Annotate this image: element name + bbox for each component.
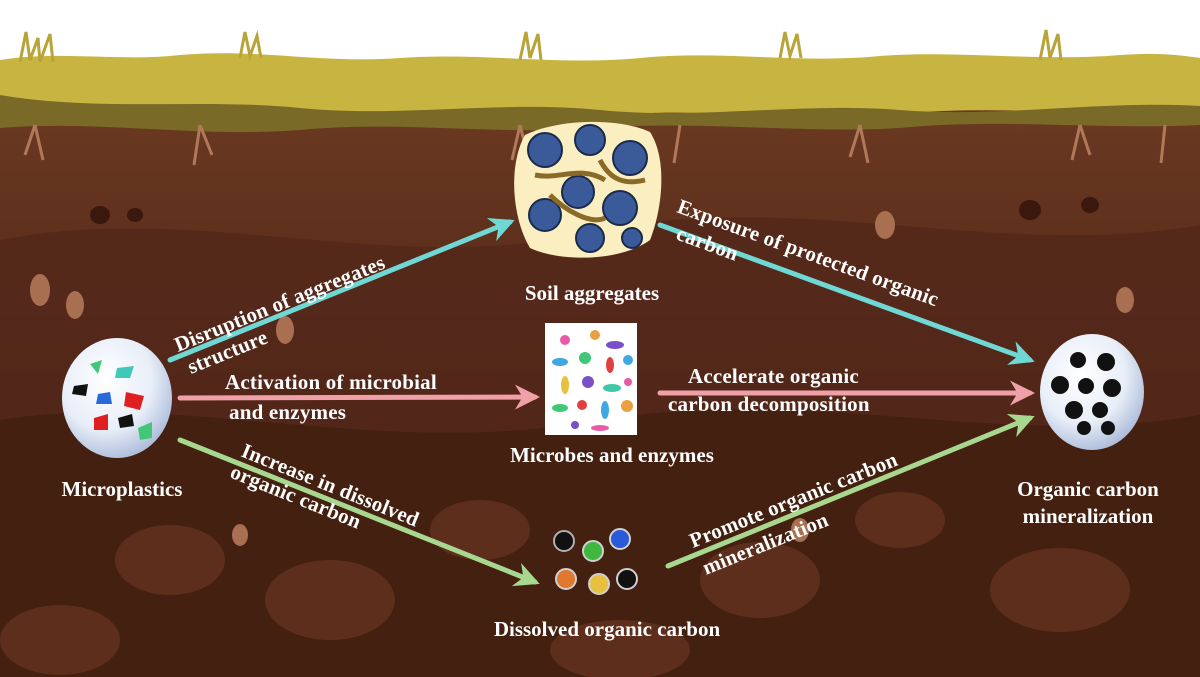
microplastic-fragment (90, 360, 102, 374)
arrow-activation (177, 384, 540, 410)
microbe-shapes (552, 330, 633, 431)
mineralization-bubble (1040, 334, 1144, 450)
arrows (167, 217, 1035, 587)
microplastic-fragment (115, 366, 134, 378)
microplastic-fragment (72, 384, 88, 396)
edge-label-accelerate-1: Accelerate organic (688, 364, 859, 388)
edge-label-activation-1: Activation of microbial (225, 370, 437, 394)
doc-node (553, 528, 638, 595)
doc-particle (616, 568, 638, 590)
arrow-increase (177, 437, 540, 587)
doc-particle (553, 530, 575, 552)
edge-label-activation-2: and enzymes (229, 400, 346, 424)
arrow-promote (665, 413, 1035, 569)
doc-particle (582, 540, 604, 562)
microbes-node (545, 323, 637, 435)
arrow-exposure (657, 222, 1035, 365)
microplastic-fragment (124, 392, 144, 410)
node-labels: Microplastics Soil aggregates Microbes a… (62, 281, 1160, 641)
doc-label: Dissolved organic carbon (494, 617, 721, 641)
microplastic-fragment (138, 422, 152, 440)
microplastics-label: Microplastics (62, 477, 183, 501)
carbon-particles (1051, 352, 1121, 435)
soil-aggregates-label: Soil aggregates (525, 281, 659, 305)
doc-particle (609, 528, 631, 550)
microplastic-fragment (96, 392, 112, 404)
mineralization-node (1040, 334, 1144, 450)
mineralization-label-line1: Organic carbon (1017, 477, 1159, 501)
microplastic-fragment (118, 414, 134, 428)
doc-particle (588, 573, 610, 595)
aggregate-clusters (527, 124, 648, 253)
microplastics-node (62, 338, 172, 458)
microbes-label: Microbes and enzymes (510, 443, 714, 467)
microplastics-bubble (62, 338, 172, 458)
mineralization-label-line2: mineralization (1023, 504, 1154, 528)
soil-aggregates-node (514, 121, 662, 258)
edge-label-accelerate-2: carbon decomposition (668, 392, 870, 416)
arrow-disruption (167, 217, 515, 363)
doc-particle (555, 568, 577, 590)
microplastic-fragment (94, 414, 108, 430)
